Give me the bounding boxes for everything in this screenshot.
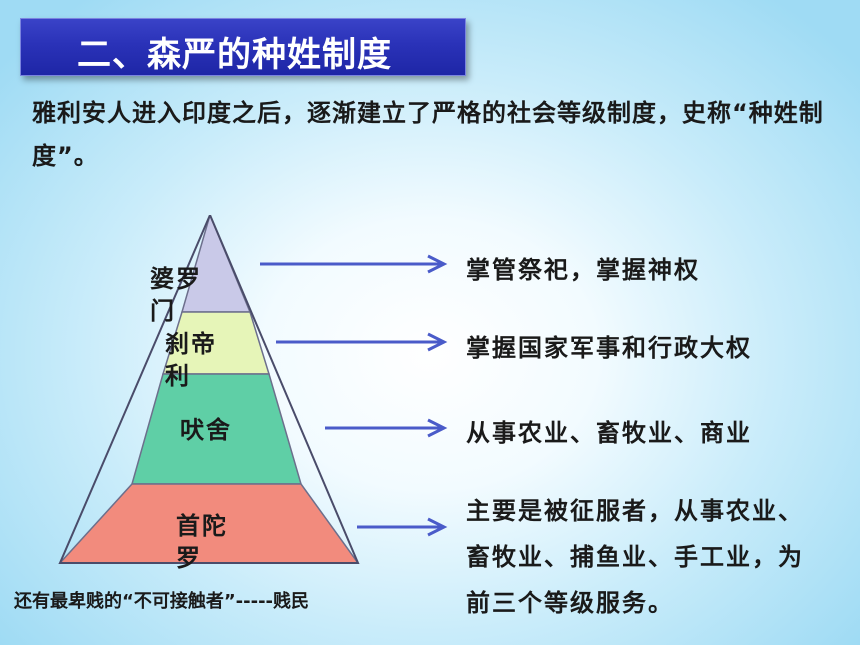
title-banner: 二、森严的种姓制度 [20, 18, 466, 76]
caste-label-brahmin: 婆罗门 [150, 265, 202, 325]
arrow-brahmin [260, 254, 448, 274]
caste-pyramid [58, 215, 360, 564]
intro-paragraph: 雅利安人进入印度之后，逐渐建立了严格的社会等级制度，史称“种姓制度”。 [32, 99, 824, 170]
desc-shudra: 主要是被征服者，从事农业、畜牧业、捕鱼业、手工业，为前三个等级服务。 [466, 497, 804, 617]
caste-label-shudra: 首陀罗 [176, 512, 228, 572]
caste-label-vaishya: 吠舍 [180, 416, 232, 444]
desc-kshatriya: 掌握国家军事和行政大权 [466, 334, 752, 362]
slide-title: 二、森严的种姓制度 [77, 35, 392, 75]
caste-label-kshatriya: 刹帝利 [165, 330, 217, 390]
arrow-shudra [357, 517, 448, 537]
arrow-kshatriya [276, 332, 448, 352]
footnote-untouchables: 还有最卑贱的“不可接触者”-----贱民 [14, 591, 310, 612]
arrow-vaishya [325, 418, 448, 438]
desc-vaishya: 从事农业、畜牧业、商业 [466, 419, 752, 447]
desc-brahmin: 掌管祭祀，掌握神权 [466, 256, 700, 284]
